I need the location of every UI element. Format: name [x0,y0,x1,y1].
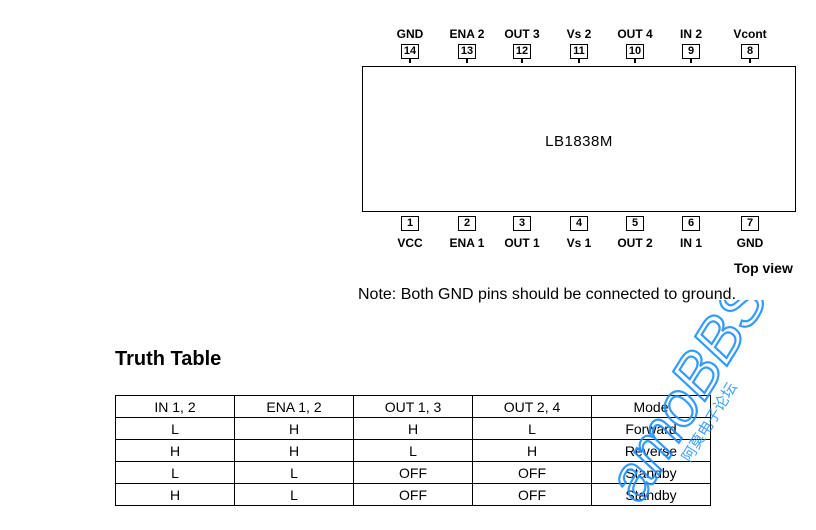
pin-number: 8 [741,44,759,59]
pin-label: ENA 1 [449,236,485,250]
table-cell: OFF [353,461,473,484]
pin-label: OUT 1 [504,236,540,250]
table-cell: H [115,483,235,506]
column-header: OUT 2, 4 [472,395,592,418]
table-row: L L OFF OFF Standby [115,461,711,484]
pin-label: IN 1 [679,236,702,250]
pin-number: 9 [682,44,700,59]
pin-number: 7 [741,216,759,231]
pin-5: 5 OUT 2 [605,216,665,250]
pin-label: OUT 2 [617,236,653,250]
pin-2: 2 ENA 1 [437,216,497,250]
table-cell: L [234,483,354,506]
column-header: OUT 1, 3 [353,395,473,418]
column-header: Mode [591,395,711,418]
table-row: H L OFF OFF Standby [115,483,711,506]
pin-14: GND 14 [380,27,440,63]
pin-label: OUT 3 [504,27,540,41]
table-cell: L [234,461,354,484]
chip-part-number: LB1838M [545,133,613,150]
table-cell: Forward [591,417,711,440]
pin-label: Vs 2 [566,27,592,41]
pin-label: ENA 2 [449,27,485,41]
pin-3: 3 OUT 1 [492,216,552,250]
pin-label: IN 2 [679,27,702,41]
table-cell: H [234,439,354,462]
column-header: IN 1, 2 [115,395,235,418]
column-header: ENA 1, 2 [234,395,354,418]
ic-body: LB1838M [362,66,796,212]
pin-label: VCC [397,236,423,250]
pin-13: ENA 2 13 [437,27,497,63]
pin-number: 12 [513,44,531,59]
pin-label: GND [396,27,424,41]
table-header-row: IN 1, 2 ENA 1, 2 OUT 1, 3 OUT 2, 4 Mode [115,395,711,418]
pin-number: 11 [570,44,588,59]
pin-lead [634,59,636,63]
pin-12: OUT 3 12 [492,27,552,63]
pin-label: Vcont [733,27,767,41]
table-cell: L [472,417,592,440]
table-cell: L [115,417,235,440]
table-cell: Reverse [591,439,711,462]
pin-number: 14 [401,44,419,59]
pin-lead [690,59,692,63]
pin-lead [749,59,751,63]
pin-number: 13 [458,44,476,59]
table-cell: H [472,439,592,462]
pin-number: 6 [682,216,700,231]
pin-8: Vcont 8 [720,27,780,63]
table-cell: H [115,439,235,462]
pin-4: 4 Vs 1 [549,216,609,250]
table-cell: OFF [472,461,592,484]
pin-9: IN 2 9 [661,27,721,63]
top-view-caption: Top view [734,260,793,276]
table-cell: Standby [591,483,711,506]
pin-label: GND [736,236,764,250]
table-cell: OFF [472,483,592,506]
pin-number: 3 [513,216,531,231]
pin-lead [521,59,523,63]
pin-11: Vs 2 11 [549,27,609,63]
pin-number: 10 [626,44,644,59]
pin-6: 6 IN 1 [661,216,721,250]
pin-number: 4 [570,216,588,231]
table-row: L H H L Forward [115,417,711,440]
truth-table: IN 1, 2 ENA 1, 2 OUT 1, 3 OUT 2, 4 Mode … [115,395,711,506]
table-cell: H [353,417,473,440]
pin-lead [578,59,580,63]
pin-number: 2 [458,216,476,231]
ground-note: Note: Both GND pins should be connected … [358,286,737,303]
table-cell: L [115,461,235,484]
pin-lead [409,59,411,63]
pin-number: 1 [401,216,419,231]
pin-label: Vs 1 [566,236,592,250]
table-row: H H L H Reverse [115,439,711,462]
pin-10: OUT 4 10 [605,27,665,63]
pin-1: 1 VCC [380,216,440,250]
pin-number: 5 [626,216,644,231]
pin-label: OUT 4 [617,27,653,41]
truth-table-title: Truth Table [115,348,222,370]
table-cell: Standby [591,461,711,484]
pin-7: 7 GND [720,216,780,250]
table-cell: H [234,417,354,440]
pin-lead [466,59,468,63]
table-cell: OFF [353,483,473,506]
table-cell: L [353,439,473,462]
